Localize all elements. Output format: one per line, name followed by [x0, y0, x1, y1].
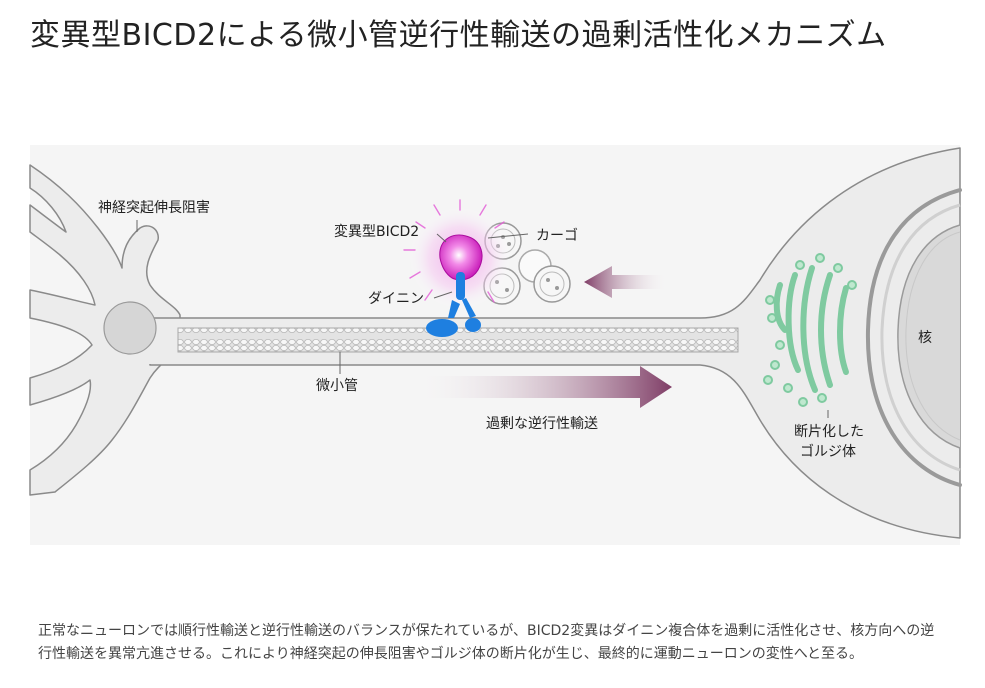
page-title: 変異型BICD2による微小管逆行性輸送の過剰活性化メカニズム — [30, 18, 887, 53]
soma-nucleus-left — [103, 301, 157, 355]
neuron-diagram: 神経突起伸長阻害 変異型BICD2 カーゴ ダイニン 微小管 過剰な逆行性輸送 … — [29, 147, 962, 539]
leader-lines — [136, 220, 529, 374]
label-excess-retrograde: 過剰な逆行性輸送 — [486, 416, 598, 432]
golgi-fragments — [763, 253, 857, 407]
figure-caption: 正常なニューロンでは順行性輸送と逆行性輸送のバランスが保たれているが、BICD2… — [38, 623, 935, 662]
label-neurite-inhibition: 神経突起伸長阻害 — [98, 200, 210, 216]
label-golgi-line1: 断片化した — [794, 424, 864, 440]
label-dynein: ダイニン — [368, 291, 424, 307]
label-microtubule: 微小管 — [316, 378, 358, 394]
retrograde-transport-arrow — [408, 366, 672, 408]
dynein-icon — [426, 272, 481, 337]
label-nucleus: 核 — [918, 330, 932, 346]
cargo-direction-arrow — [584, 266, 670, 298]
label-golgi-line2: ゴルジ体 — [800, 443, 856, 460]
label-mutant-bicd2: 変異型BICD2 — [334, 223, 419, 240]
nucleus-region — [865, 188, 962, 487]
mutant-bicd2-icon — [403, 199, 512, 310]
label-cargo: カーゴ — [536, 227, 578, 244]
microtubule — [177, 327, 739, 353]
